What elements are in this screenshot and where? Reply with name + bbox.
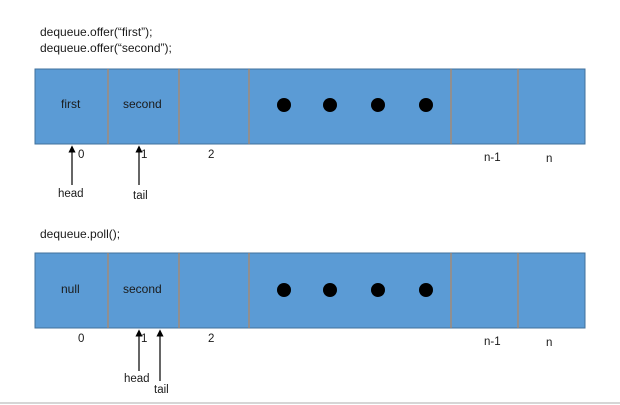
ellipsis-dot xyxy=(371,98,385,112)
ellipsis-dot xyxy=(371,283,385,297)
index-label: 1 xyxy=(141,149,148,161)
tail-label: tail xyxy=(154,384,169,396)
head-label: head xyxy=(58,188,84,200)
bottom-border xyxy=(0,402,620,404)
ellipsis-dot xyxy=(277,283,291,297)
index-label: n-1 xyxy=(484,152,501,164)
index-label: 2 xyxy=(208,333,215,345)
index-label: n-1 xyxy=(484,336,501,348)
ellipsis-dot xyxy=(419,283,433,297)
tail-label: tail xyxy=(133,190,148,202)
ellipsis-dot xyxy=(277,98,291,112)
pointers-after xyxy=(135,329,164,381)
array-box xyxy=(34,252,586,329)
ellipsis-dot xyxy=(419,98,433,112)
head-label: head xyxy=(124,373,150,385)
cell-value: first xyxy=(61,97,81,111)
ellipsis-dot xyxy=(323,283,337,297)
code-line-offer-first: dequeue.offer(“first”); xyxy=(40,25,153,39)
cell-value: second xyxy=(123,97,162,111)
index-label: 2 xyxy=(208,149,215,161)
index-label: 1 xyxy=(141,333,148,345)
pointers-before xyxy=(68,145,143,185)
index-label: n xyxy=(546,337,553,349)
ellipsis-dot xyxy=(323,98,337,112)
code-line-poll: dequeue.poll(); xyxy=(40,227,121,241)
index-label: 0 xyxy=(78,149,85,161)
cell-value: second xyxy=(123,282,162,296)
code-line-offer-second: dequeue.offer(“second”); xyxy=(40,41,172,55)
deque-array-before xyxy=(34,68,586,145)
array-box xyxy=(34,68,586,145)
index-label: n xyxy=(546,153,553,165)
deque-array-after xyxy=(34,252,586,329)
index-label: 0 xyxy=(78,333,85,345)
cell-value: null xyxy=(61,282,80,296)
